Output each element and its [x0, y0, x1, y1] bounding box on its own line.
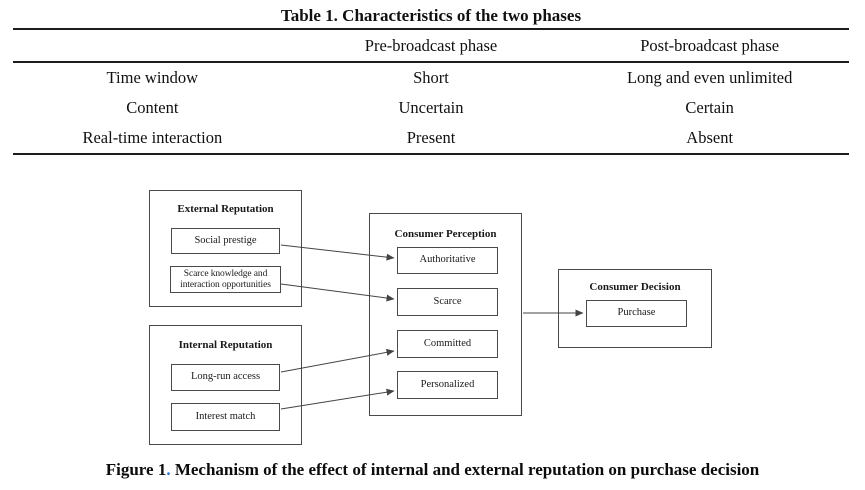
node-social-prestige: Social prestige: [171, 228, 280, 254]
table-bottom-rule: [13, 153, 849, 155]
node-scarce: Scarce: [397, 288, 498, 316]
row-pre-value: Uncertain: [398, 98, 464, 117]
node-scarce-knowledge: Scarce knowledge and interaction opportu…: [170, 266, 281, 293]
row-post-value: Absent: [686, 128, 734, 147]
internal-reputation-title: Internal Reputation: [178, 339, 273, 351]
consumer-perception-title: Consumer Perception: [394, 228, 497, 240]
row-label: Real-time interaction: [82, 128, 223, 147]
row-label: Content: [126, 98, 179, 117]
node-committed: Committed: [397, 330, 498, 358]
table-row: Time window Short Long and even unlimite…: [13, 63, 849, 93]
row-pre-value: Present: [406, 128, 456, 147]
figure-caption-text: Mechanism of the effect of internal and …: [170, 460, 760, 479]
table-row: Content Uncertain Certain: [13, 93, 849, 123]
table-header-post-broadcast: Post-broadcast phase: [640, 35, 780, 55]
row-pre-value: Short: [413, 68, 449, 87]
node-long-run-access: Long-run access: [171, 364, 280, 391]
row-post-value: Long and even unlimited: [626, 68, 793, 87]
figure-caption-label: Figure 1: [105, 460, 167, 479]
table-row: Real-time interaction Present Absent: [13, 123, 849, 153]
figure-caption: Figure 1. Mechanism of the effect of int…: [0, 458, 865, 482]
table-top-rule: [13, 28, 849, 30]
node-personalized: Personalized: [397, 371, 498, 399]
table-header-pre-broadcast: Pre-broadcast phase: [364, 35, 498, 55]
characteristics-table: Table 1. Characteristics of the two phas…: [13, 4, 849, 155]
node-interest-match: Interest match: [171, 403, 280, 431]
consumer-decision-title: Consumer Decision: [589, 281, 681, 293]
table-header-row: Pre-broadcast phase Post-broadcast phase: [13, 30, 849, 61]
table-title: Table 1. Characteristics of the two phas…: [280, 6, 582, 25]
external-reputation-title: External Reputation: [177, 203, 274, 215]
node-authoritative: Authoritative: [397, 247, 498, 274]
row-post-value: Certain: [685, 98, 734, 117]
node-purchase: Purchase: [586, 300, 687, 327]
figure-caption-dot: .: [166, 460, 171, 479]
table-mid-rule: [13, 61, 849, 63]
row-label: Time window: [106, 68, 199, 87]
